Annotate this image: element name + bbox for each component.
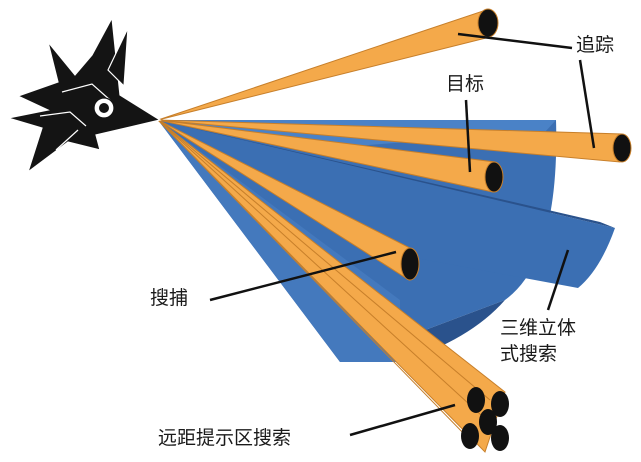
- beam-capture-end: [400, 247, 420, 281]
- beam-track-right-end: [612, 133, 632, 163]
- leader-track-upper: [457, 32, 573, 50]
- jet-detail-2: [39, 111, 87, 127]
- bundle-end-5: [491, 425, 509, 451]
- leader-target: [464, 99, 472, 173]
- bundle-end-4: [461, 423, 479, 449]
- jet-fin: [107, 27, 129, 88]
- bundle-end-1: [467, 387, 485, 413]
- leader-lines: [209, 32, 596, 437]
- leader-long-range: [349, 403, 456, 437]
- beam-bundle-ends: [461, 387, 509, 451]
- radar-beams: [157, 8, 632, 453]
- leader-capture: [209, 250, 397, 302]
- labels: 追踪 目标 搜捕 三维立体 式搜索 远距提示区搜索: [150, 34, 614, 449]
- label-target: 目标: [446, 73, 484, 95]
- bundle-end-3: [479, 409, 497, 435]
- sector-wedge-mid: [158, 120, 615, 288]
- label-volumetric-line2: 式搜索: [500, 343, 557, 365]
- label-long-range: 远距提示区搜索: [158, 427, 291, 449]
- beam-bundle-line-1: [157, 119, 491, 401]
- jet-detail-1: [61, 83, 111, 101]
- beam-bundle-line-3: [157, 119, 471, 441]
- leader-volumetric: [546, 249, 570, 311]
- jet-detail-3: [55, 129, 79, 151]
- beam-target-end: [484, 161, 504, 193]
- label-volumetric-line1: 三维立体: [500, 317, 576, 339]
- bundle-end-2: [491, 391, 509, 417]
- leader-track-right: [578, 59, 596, 149]
- sector-wedge-mid-top: [158, 120, 615, 228]
- jet-body: [7, 16, 162, 174]
- fighter-jet-icon: [7, 16, 162, 174]
- jet-cockpit-inner: [99, 103, 109, 113]
- beam-bundle-line-2: [157, 119, 493, 426]
- label-track: 追踪: [576, 34, 614, 56]
- beam-track-upper-end: [477, 8, 499, 38]
- beam-track-upper: [157, 9, 491, 121]
- label-capture: 搜捕: [150, 287, 188, 309]
